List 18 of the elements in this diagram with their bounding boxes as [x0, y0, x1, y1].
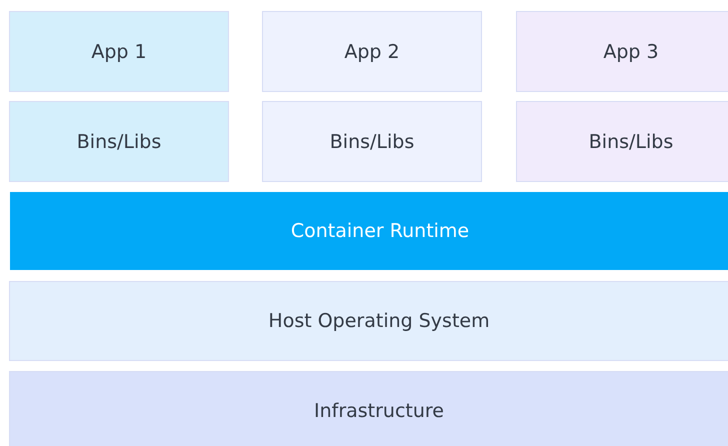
- libraries-layer: [516, 101, 728, 182]
- libraries-layer: [9, 101, 229, 182]
- layer-label: App 2: [344, 40, 400, 62]
- operating-system-layer: [9, 281, 728, 361]
- layer-label: Host Operating System: [268, 310, 490, 332]
- app-layer: [262, 11, 482, 92]
- layer-label: App 1: [91, 40, 147, 62]
- infrastructure-layer: [9, 371, 728, 446]
- app-layer: [9, 11, 229, 92]
- layer-label: Container Runtime: [290, 220, 470, 242]
- runtime-layer: [10, 192, 728, 270]
- layer-label: Infrastructure: [314, 400, 444, 422]
- layer-label: Bins/Libs: [588, 130, 674, 152]
- layer-label: App 3: [603, 40, 659, 62]
- layer-label: Bins/Libs: [76, 130, 162, 152]
- layer-label: Bins/Libs: [330, 130, 414, 152]
- libraries-layer: [262, 101, 482, 182]
- app-layer: [516, 11, 728, 92]
